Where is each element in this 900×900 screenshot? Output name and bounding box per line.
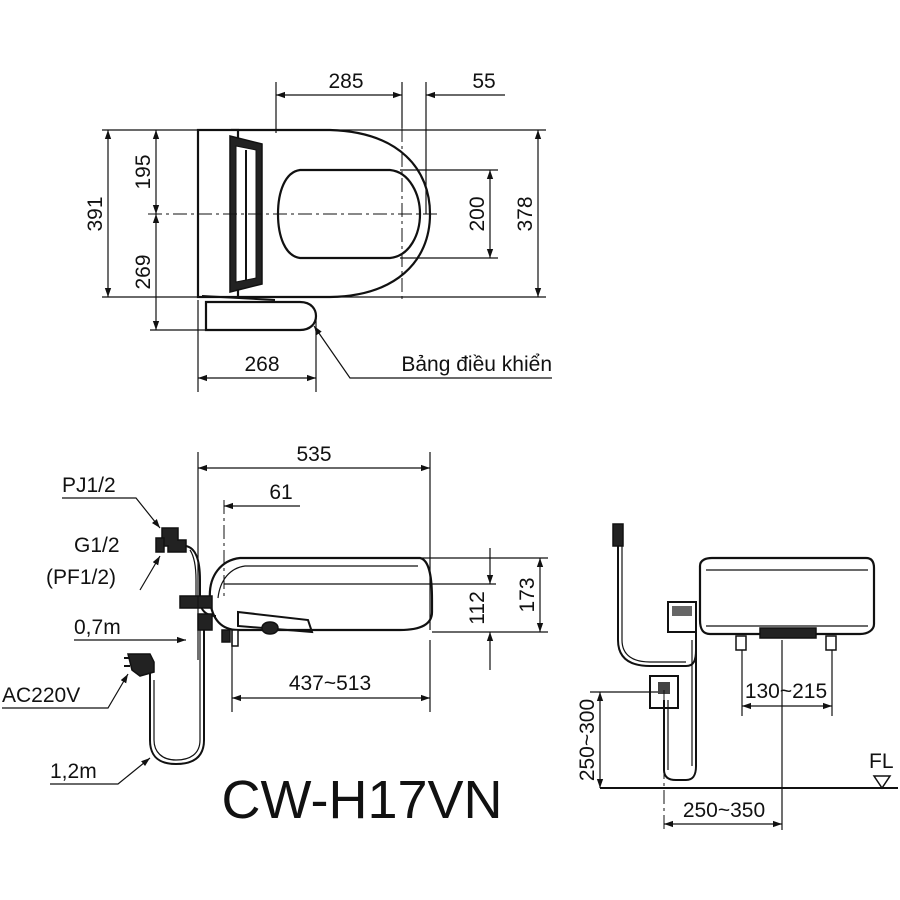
dim-173: 173 bbox=[516, 577, 539, 612]
label-cord-length: 1,2m bbox=[50, 760, 97, 783]
dim-250-350: 250~350 bbox=[683, 799, 765, 822]
rear-view: FL 250~300 130~215 250~350 bbox=[576, 523, 898, 830]
dim-130-215: 130~215 bbox=[745, 680, 827, 703]
label-hose-length: 0,7m bbox=[74, 616, 121, 639]
power-cord bbox=[149, 630, 205, 766]
floor-marker bbox=[872, 775, 892, 790]
rear-power-cord bbox=[663, 640, 697, 781]
label-power: AC220V bbox=[2, 684, 80, 707]
top-view: 285 55 391 195 269 200 378 268 Bảng điều… bbox=[84, 70, 552, 392]
label-pf: (PF1/2) bbox=[46, 566, 116, 589]
dim-268: 268 bbox=[244, 353, 279, 376]
label-pj: PJ1/2 bbox=[62, 474, 116, 497]
dim-250-300: 250~300 bbox=[576, 699, 599, 781]
stop-valve bbox=[161, 527, 187, 553]
dim-391: 391 bbox=[84, 196, 107, 231]
dim-112: 112 bbox=[466, 591, 489, 624]
dim-535: 535 bbox=[296, 443, 331, 466]
label-g: G1/2 bbox=[74, 534, 120, 557]
dim-378: 378 bbox=[514, 196, 537, 231]
dim-61: 61 bbox=[269, 481, 292, 504]
model-name: CW-H17VN bbox=[221, 770, 502, 830]
dim-437-513: 437~513 bbox=[289, 672, 371, 695]
control-panel bbox=[204, 300, 318, 332]
side-view: 535 61 173 112 437~513 PJ1/2 G1/2 (PF1/2… bbox=[2, 443, 548, 785]
floor-label: FL bbox=[869, 750, 894, 773]
dim-200: 200 bbox=[466, 196, 489, 231]
control-panel-label: Bảng điều khiển bbox=[401, 353, 552, 376]
dim-55: 55 bbox=[472, 70, 495, 93]
dim-195: 195 bbox=[132, 154, 155, 189]
power-plug bbox=[127, 653, 155, 677]
dim-285: 285 bbox=[328, 70, 363, 93]
rear-seat-body bbox=[698, 556, 876, 636]
seat-side-body bbox=[208, 556, 434, 632]
dim-269: 269 bbox=[132, 254, 155, 289]
